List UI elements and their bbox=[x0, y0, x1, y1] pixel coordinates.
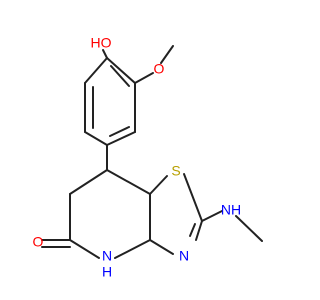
bond-ring-c3-c4 bbox=[84, 131, 108, 146]
bond-ring-c1-c2 bbox=[84, 57, 108, 84]
carbonyl-oxygen-label: O bbox=[33, 234, 44, 250]
bond-ring-c4-c5 bbox=[106, 131, 136, 146]
bond-c2-n3 bbox=[195, 220, 203, 241]
amine-nh-label: NH bbox=[221, 202, 241, 218]
bond-ring-c4-c5-inner bbox=[109, 126, 130, 137]
bond-c5-n4 bbox=[69, 239, 100, 259]
atom-labels: HO O S NH N N H O bbox=[33, 35, 242, 280]
bond-s-c2 bbox=[183, 173, 203, 222]
bond-ring-c6-c6-inner bbox=[110, 65, 130, 87]
bond-nh-methyl bbox=[235, 215, 263, 242]
bond-c2-n3-second bbox=[189, 223, 196, 237]
methoxy-oxygen-label: O bbox=[154, 61, 165, 77]
lactam-h-label: H bbox=[102, 264, 112, 280]
bond-lines bbox=[41, 45, 263, 259]
bond-c6-methoxy-o bbox=[134, 72, 154, 84]
bond-methoxy-o-methyl bbox=[160, 45, 174, 64]
bond-c1-hydroxyl bbox=[102, 49, 108, 59]
bond-n4-c3a bbox=[114, 239, 151, 259]
hydroxyl-label: HO bbox=[91, 35, 112, 51]
bond-c2-nh bbox=[201, 210, 223, 222]
bond-ring-c1-c6 bbox=[106, 57, 136, 84]
lactam-nh-label: N bbox=[102, 248, 112, 264]
molecule-structure-diagram: HO O S NH N N H O bbox=[33, 35, 263, 280]
bond-c7a-s bbox=[149, 175, 168, 195]
thiazole-sulfur-label: S bbox=[171, 163, 180, 179]
bond-n3-c3a bbox=[149, 239, 174, 255]
bond-c7-c7a bbox=[106, 169, 151, 195]
bond-c7-c6 bbox=[69, 169, 108, 195]
thiazole-nitrogen-label: N bbox=[179, 248, 189, 264]
